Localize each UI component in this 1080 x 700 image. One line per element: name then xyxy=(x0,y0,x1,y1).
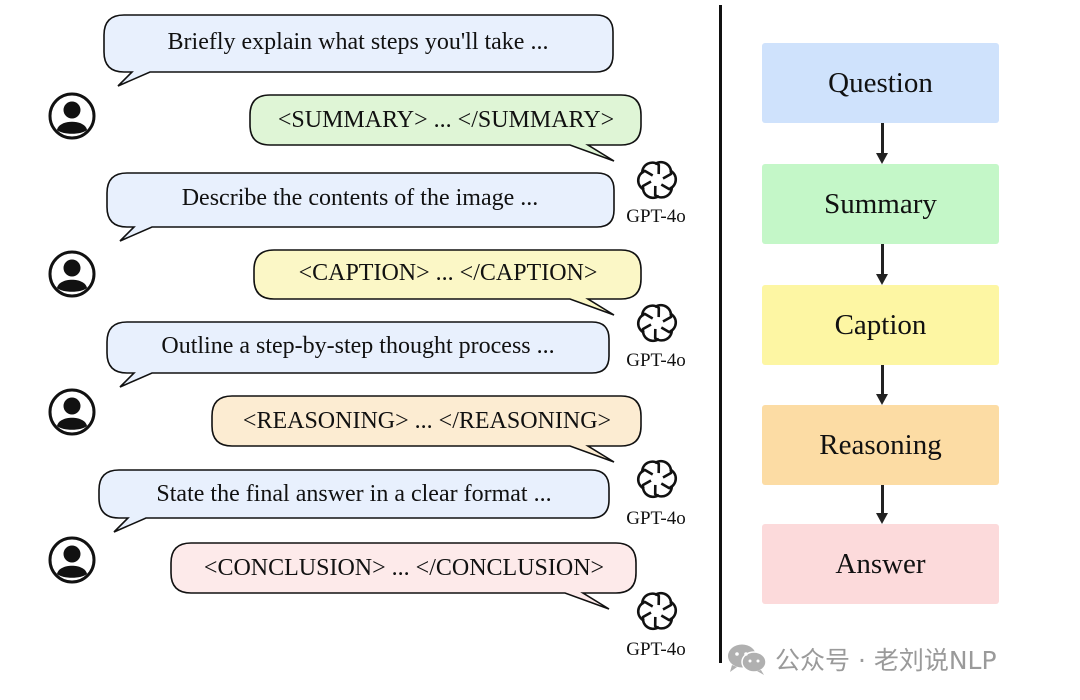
user-message-2: Describe the contents of the image ... xyxy=(106,172,615,242)
user-avatar-icon xyxy=(48,388,96,436)
user-message-3: Outline a step-by-step thought process .… xyxy=(106,321,610,388)
answer-stage-box: Answer xyxy=(762,524,999,604)
caption-tag-text: <CAPTION> ... </CAPTION> xyxy=(299,260,598,286)
user-bubble-4 xyxy=(98,469,610,533)
openai-logo-icon xyxy=(635,590,680,632)
assistant-bubble-2 xyxy=(253,249,642,316)
user-message-1: Briefly explain what steps you'll take .… xyxy=(103,14,614,87)
assistant-label-2: GPT-4o xyxy=(626,350,685,371)
vertical-divider xyxy=(719,5,722,663)
arrow-down-icon xyxy=(876,123,888,164)
assistant-message-3: <REASONING> ... </REASONING> xyxy=(211,395,642,463)
arrow-down-icon xyxy=(876,365,888,405)
caption-stage-box: Caption xyxy=(762,285,999,365)
arrow-down-icon xyxy=(876,485,888,524)
assistant-message-1: <SUMMARY> ... </SUMMARY> xyxy=(249,94,642,162)
user-message-text-1: Briefly explain what steps you'll take .… xyxy=(168,29,549,55)
user-message-4: State the final answer in a clear format… xyxy=(98,469,610,533)
assistant-label-4: GPT-4o xyxy=(626,639,685,660)
openai-logo-icon xyxy=(635,159,680,201)
assistant-message-4: <CONCLUSION> ... </CONCLUSION> xyxy=(170,542,637,610)
assistant-message-2: <CAPTION> ... </CAPTION> xyxy=(253,249,642,316)
arrow-down-icon xyxy=(876,244,888,285)
wechat-icon xyxy=(728,644,767,675)
watermark: 公众号 · 老刘说NLP xyxy=(725,641,997,677)
reasoning-tag-text: <REASONING> ... </REASONING> xyxy=(243,408,611,434)
assistant-label-1: GPT-4o xyxy=(626,206,685,227)
openai-logo-icon xyxy=(635,458,680,500)
reasoning-stage-box: Reasoning xyxy=(762,405,999,485)
summary-tag-text: <SUMMARY> ... </SUMMARY> xyxy=(278,107,614,133)
assistant-bubble-4 xyxy=(170,542,637,610)
user-message-text-4: State the final answer in a clear format… xyxy=(156,481,551,507)
user-message-text-2: Describe the contents of the image ... xyxy=(182,185,539,211)
conclusion-tag-text: <CONCLUSION> ... </CONCLUSION> xyxy=(204,555,604,581)
assistant-bubble-3 xyxy=(211,395,642,463)
question-stage-box: Question xyxy=(762,43,999,123)
openai-logo-icon xyxy=(635,302,680,344)
user-avatar-icon xyxy=(48,536,96,584)
assistant-label-3: GPT-4o xyxy=(626,508,685,529)
user-avatar-icon xyxy=(48,92,96,140)
user-bubble-1 xyxy=(103,14,614,87)
conversation-panel: Briefly explain what steps you'll take .… xyxy=(48,14,686,660)
user-message-text-3: Outline a step-by-step thought process .… xyxy=(161,333,554,359)
watermark-text: 公众号 · 老刘说NLP xyxy=(775,646,997,675)
assistant-bubble-1 xyxy=(249,94,642,162)
user-bubble-3 xyxy=(106,321,610,388)
user-bubble-2 xyxy=(106,172,615,242)
user-avatar-icon xyxy=(48,250,96,298)
summary-stage-box: Summary xyxy=(762,164,999,244)
